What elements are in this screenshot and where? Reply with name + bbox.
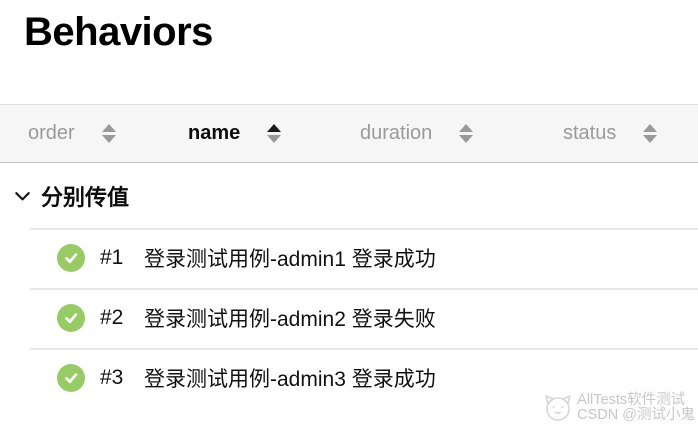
sort-desc-icon	[643, 135, 658, 143]
page-title: Behaviors	[24, 10, 213, 54]
group-label: 分别传值	[41, 185, 130, 210]
column-label-name: name	[188, 122, 241, 144]
column-header-order[interactable]: order	[28, 105, 116, 162]
test-row[interactable]: #1 登录测试用例-admin1 登录成功	[0, 228, 698, 288]
column-label-duration: duration	[360, 122, 433, 144]
group-row[interactable]: 分别传值	[0, 164, 698, 228]
check-circle-icon	[57, 244, 85, 272]
sort-asc-icon	[643, 124, 658, 132]
test-row[interactable]: #3 登录测试用例-admin3 登录成功	[0, 348, 698, 408]
sort-arrows-icon	[101, 124, 116, 143]
watermark-line2: CSDN @测试小鬼	[577, 407, 695, 423]
column-header-status[interactable]: status	[563, 105, 658, 162]
chevron-down-icon	[15, 191, 30, 200]
sort-desc-icon	[459, 135, 474, 143]
column-header-duration[interactable]: duration	[360, 105, 474, 162]
column-label-order: order	[28, 122, 75, 144]
sort-desc-icon	[101, 135, 116, 143]
test-name: 登录测试用例-admin2 登录失败	[144, 308, 436, 331]
check-circle-icon	[57, 304, 85, 332]
test-rows: #1 登录测试用例-admin1 登录成功 #2 登录测试用例-admin2 登…	[0, 228, 698, 408]
sort-asc-icon	[101, 124, 116, 132]
test-order: #1	[100, 246, 124, 269]
sort-desc-icon	[267, 135, 282, 143]
test-order: #3	[100, 366, 124, 389]
sort-asc-icon	[267, 124, 282, 132]
test-name: 登录测试用例-admin1 登录成功	[144, 248, 436, 271]
check-circle-icon	[57, 364, 85, 392]
test-order: #2	[100, 306, 124, 329]
sort-asc-icon	[459, 124, 474, 132]
sort-arrows-icon	[459, 124, 474, 143]
table-header: order name duration status	[0, 104, 698, 163]
column-label-status: status	[563, 122, 617, 144]
sort-arrows-icon	[267, 124, 282, 143]
sort-arrows-icon	[643, 124, 658, 143]
column-header-name[interactable]: name	[188, 105, 282, 162]
test-name: 登录测试用例-admin3 登录成功	[144, 368, 436, 391]
test-row[interactable]: #2 登录测试用例-admin2 登录失败	[0, 288, 698, 348]
